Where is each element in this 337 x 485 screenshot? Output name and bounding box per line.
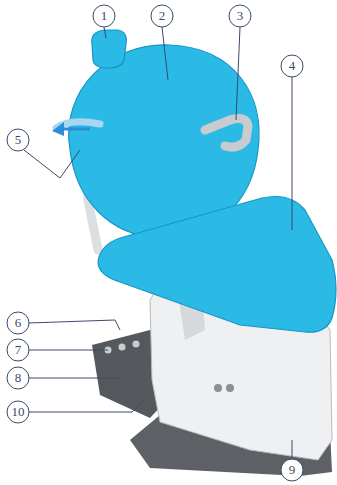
callout-number: 6 (7, 314, 29, 332)
callout-number: 5 (7, 131, 29, 149)
callout-number: 9 (281, 461, 303, 479)
callout-number: 10 (7, 403, 29, 421)
leader-lines (24, 27, 292, 459)
pedal-button (119, 344, 126, 351)
callout-circles (7, 5, 303, 481)
callout-number: 3 (229, 7, 251, 25)
callout-number: 4 (281, 57, 303, 75)
right-armrest (205, 118, 248, 147)
headrest (92, 30, 127, 68)
callout-number: 7 (7, 341, 29, 359)
swing-arrow-shaft (64, 128, 90, 131)
callout-number: 8 (7, 369, 29, 387)
pedal-button (133, 341, 140, 348)
pedestal-socket (214, 384, 222, 392)
pedestal-socket (226, 384, 234, 392)
seat-cushion (98, 197, 336, 333)
callout-number: 2 (151, 7, 173, 25)
swing-arrowhead (52, 122, 64, 136)
callout-number: 1 (93, 7, 115, 25)
